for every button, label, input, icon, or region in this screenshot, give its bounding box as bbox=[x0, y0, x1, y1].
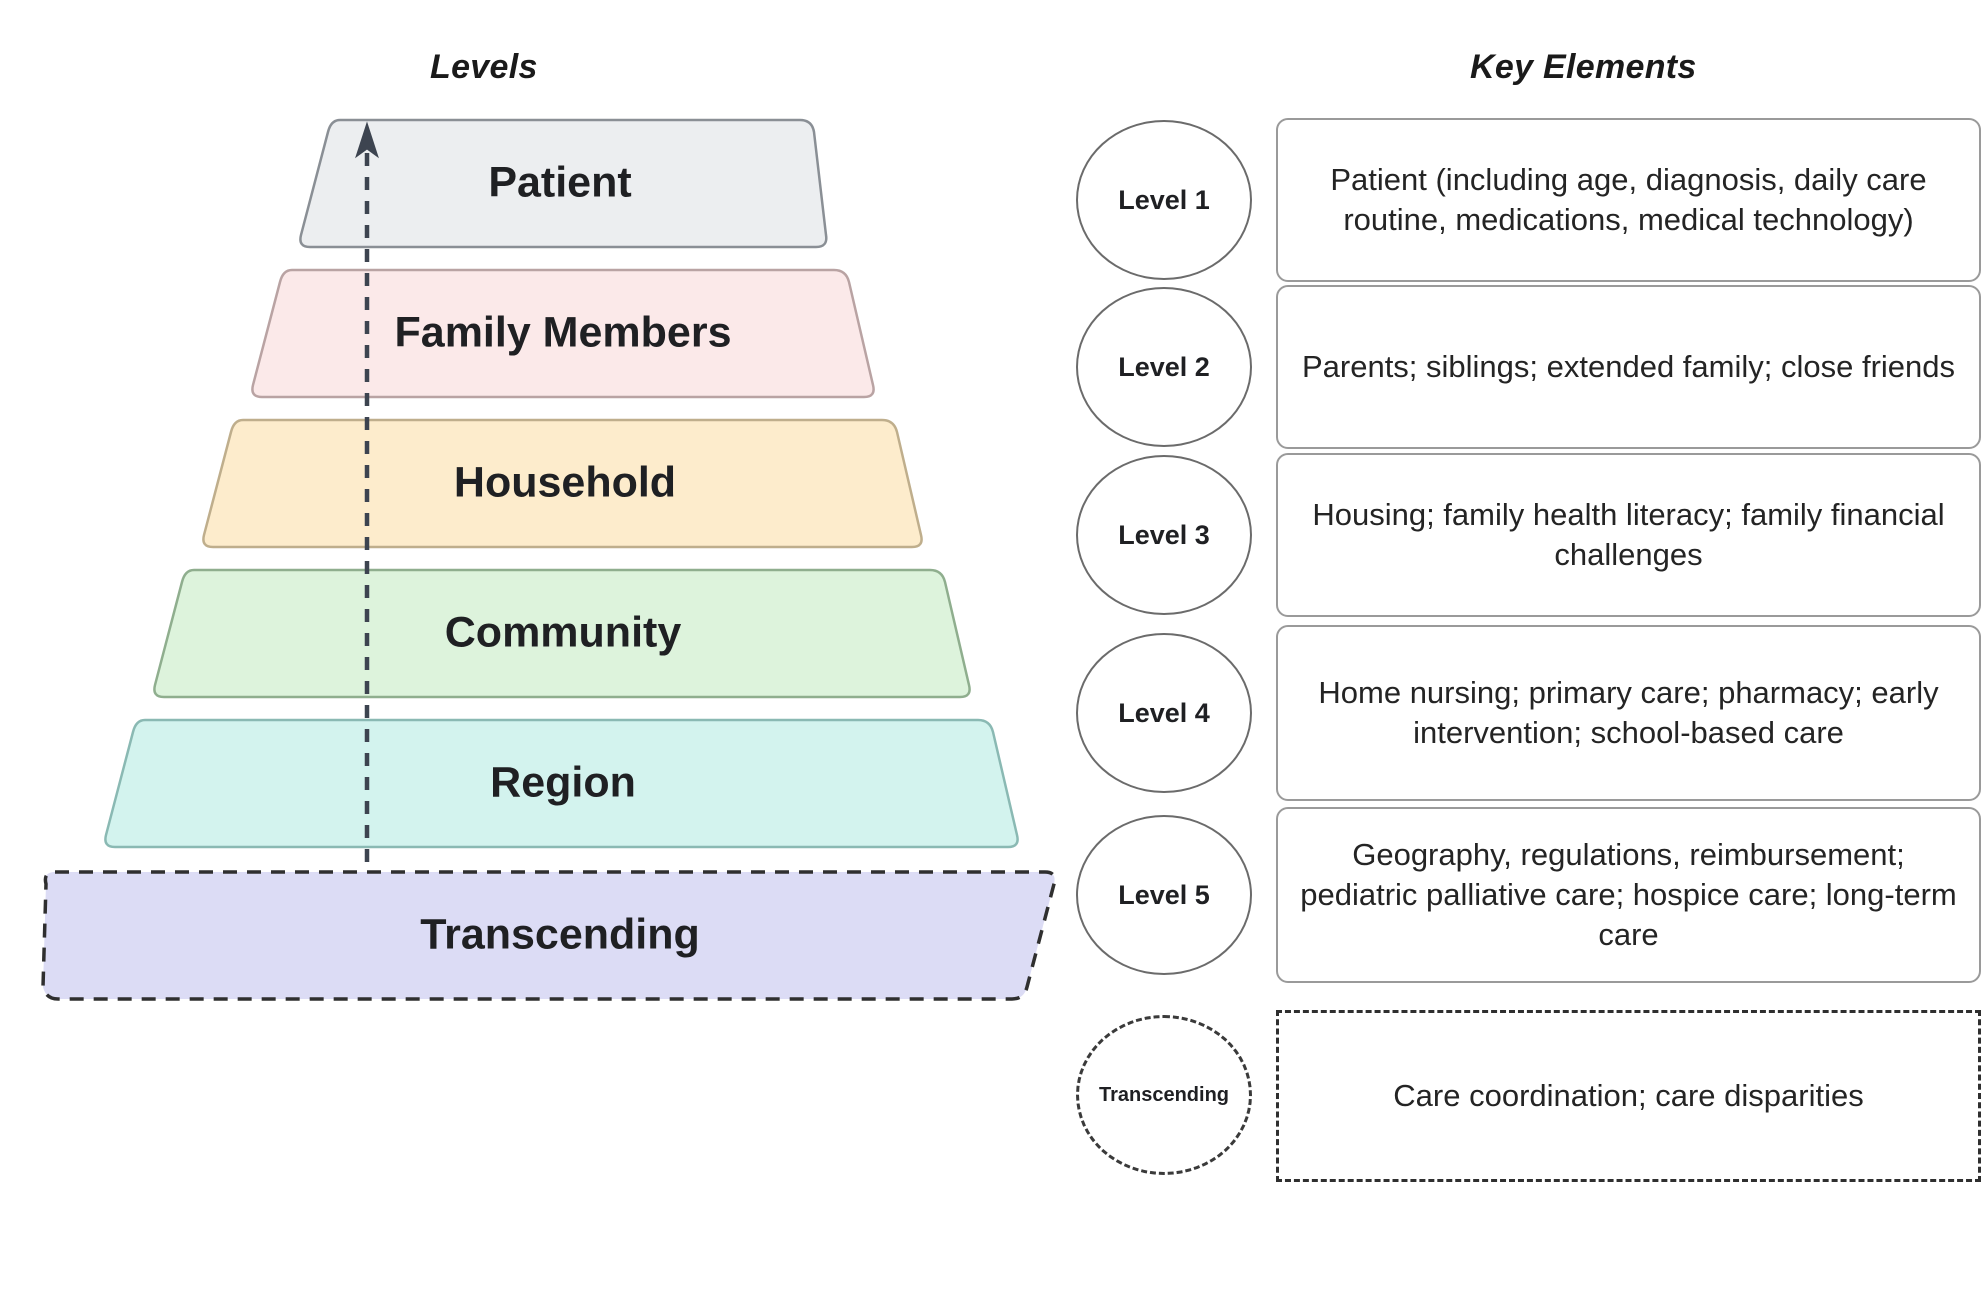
pyramid-tier-transcending[interactable]: Transcending bbox=[41, 870, 1057, 1001]
tier-shape-region bbox=[104, 718, 1019, 849]
tier-label-patient: Patient bbox=[488, 158, 631, 206]
pyramid-tier-family-members[interactable]: Family Members bbox=[251, 268, 875, 399]
levels-column-header: Levels bbox=[430, 48, 538, 86]
key-elements-box-3[interactable]: Housing; family health literacy; family … bbox=[1276, 453, 1981, 617]
level-badge-5[interactable]: Level 5 bbox=[1076, 815, 1252, 975]
tier-label-community: Community bbox=[445, 608, 682, 656]
tier-shape-family-members bbox=[251, 268, 875, 399]
level-badge-1[interactable]: Level 1 bbox=[1076, 120, 1252, 280]
level-badge-4[interactable]: Level 4 bbox=[1076, 633, 1252, 793]
upward-dashed-arrow-icon bbox=[355, 121, 379, 873]
tier-shape-transcending bbox=[41, 870, 1057, 1001]
level-badge-2[interactable]: Level 2 bbox=[1076, 287, 1252, 447]
arrow-head bbox=[355, 121, 379, 159]
key-elements-box-4[interactable]: Home nursing; primary care; pharmacy; ea… bbox=[1276, 625, 1981, 801]
key-elements-box-1[interactable]: Patient (including age, diagnosis, daily… bbox=[1276, 118, 1981, 282]
level-badge-3[interactable]: Level 3 bbox=[1076, 455, 1252, 615]
key-elements-column: Level 1 Patient (including age, diagnosi… bbox=[1070, 105, 1986, 1290]
level-badge-transcending[interactable]: Transcending bbox=[1076, 1015, 1252, 1175]
tier-shape-patient bbox=[299, 118, 828, 249]
pyramid-tier-patient[interactable]: Patient bbox=[299, 118, 828, 249]
tier-label-family-members: Family Members bbox=[395, 308, 732, 356]
tier-label-household: Household bbox=[454, 458, 676, 506]
tier-shape-household bbox=[202, 418, 923, 549]
pyramid-tier-household[interactable]: Household bbox=[202, 418, 923, 549]
tier-label-transcending: Transcending bbox=[420, 910, 700, 958]
tier-shape-community bbox=[153, 568, 971, 699]
key-elements-box-2[interactable]: Parents; siblings; extended family; clos… bbox=[1276, 285, 1981, 449]
pyramid-tier-community[interactable]: Community bbox=[153, 568, 971, 699]
key-elements-column-header: Key Elements bbox=[1470, 48, 1697, 86]
tier-label-region: Region bbox=[490, 758, 636, 806]
pyramid-diagram: Patient Family Members Household Communi… bbox=[41, 118, 1057, 1001]
pyramid-tier-region[interactable]: Region bbox=[104, 718, 1019, 849]
key-elements-box-5[interactable]: Geography, regulations, reimbursement; p… bbox=[1276, 807, 1981, 983]
key-elements-box-transcending[interactable]: Care coordination; care disparities bbox=[1276, 1010, 1981, 1182]
